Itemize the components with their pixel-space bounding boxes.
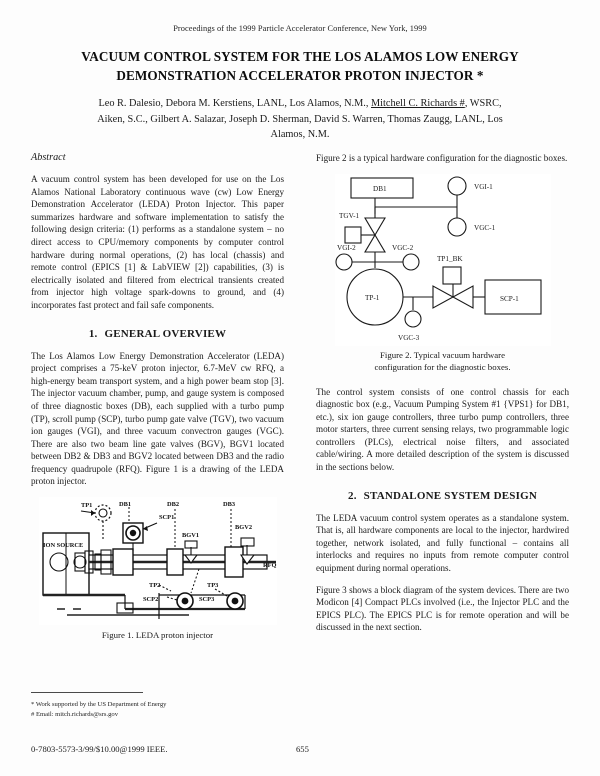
figure-2-db1-label: DB1 xyxy=(373,185,387,193)
figure-2-caption: Figure 2. Typical vacuum hardware config… xyxy=(330,350,555,374)
section-2-number: 2. xyxy=(348,489,357,502)
figure-2-vgc2-symbol xyxy=(401,253,420,271)
footnote-funding: * Work supported by the US Department of… xyxy=(31,701,167,708)
figure-1-label-bgv2: BGV2 xyxy=(235,524,252,531)
figure-2-vgi1-symbol xyxy=(446,176,467,196)
figure-1-label-scp3: SCP3 xyxy=(199,596,214,603)
figure-1-label-bgv1: BGV1 xyxy=(182,532,199,539)
section-2-paragraph-1: The LEDA vacuum control system operates … xyxy=(316,512,569,574)
footer-page-number: 655 xyxy=(296,744,309,754)
figure-2: DB1 VGI-1 VGC-1 TGV-1 xyxy=(316,173,569,346)
figure-2-vgc2-label: VGC-2 xyxy=(392,244,414,252)
section-heading-2: 2. STANDALONE SYSTEM DESIGN xyxy=(316,490,569,502)
figure-2-vgc1-label: VGC-1 xyxy=(474,224,496,232)
right-column: Figure 2 is a typical hardware configura… xyxy=(316,152,569,643)
section-1-text: The Los Alamos Low Energy Demonstration … xyxy=(31,350,284,487)
figure-2-vgc3-label: VGC-3 xyxy=(398,334,420,342)
authors-line2: Aiken, S.C., Gilbert A. Salazar, Joseph … xyxy=(97,113,503,125)
authors-line1-part3: , WSRC, xyxy=(464,98,502,109)
footer-isbn: 0-7803-5573-3/99/$10.00@1999 IEEE. xyxy=(31,744,168,754)
figure-2-vgc1-symbol xyxy=(446,217,467,237)
proceedings-header: Proceedings of the 1999 Particle Acceler… xyxy=(173,24,427,33)
figure-2-db1-box xyxy=(349,177,414,199)
figure-1-label-rfq: RFQ xyxy=(263,562,277,569)
authors-line1-underlined: Mitchell C. Richards # xyxy=(371,98,465,109)
section-2-title: STANDALONE SYSTEM DESIGN xyxy=(363,489,537,502)
footnote-email: # Email: mitch.richards@srs.gov xyxy=(31,710,119,718)
figure-2-intro-text: Figure 2 is a typical hardware configura… xyxy=(316,153,568,163)
page-title: VACUUM CONTROL SYSTEM FOR THE LOS ALAMOS… xyxy=(81,49,519,83)
figure-2-tp1bk-left-wedge xyxy=(431,284,454,309)
figure-1-label-ion-source: ION SOURCE xyxy=(43,542,83,549)
figure-1-caption: Figure 1. LEDA proton injector xyxy=(101,630,214,641)
figure-2-scp1-label: SCP-1 xyxy=(500,295,519,303)
footnote-rule xyxy=(31,692,143,693)
figure-1: ION SOURCE TP1 DB1 SCP1 DB2 DB3 BGV1 BGV… xyxy=(31,497,284,626)
authors-line1-part1: Leo R. Dalesio, Debora M. Kerstiens, LAN… xyxy=(98,98,371,109)
figure-1-label-db1: DB1 xyxy=(119,501,131,508)
author-list: Leo R. Dalesio, Debora M. Kerstiens, LAN… xyxy=(46,96,554,143)
figure-2-scp1-box xyxy=(483,279,542,315)
left-column: Abstract A vacuum control system has bee… xyxy=(31,152,284,640)
figure-1-label-db2: DB2 xyxy=(167,501,179,508)
figure-2-tgv1-actuator xyxy=(343,226,362,244)
figure-2-vgi1-label: VGI-1 xyxy=(474,183,493,191)
abstract-label: Abstract xyxy=(31,152,66,163)
figure-2-caption-line2: configuration for the diagnostic boxes. xyxy=(374,361,511,372)
figure-1-label-tp2: TP2 xyxy=(149,582,160,589)
control-system-text: The control system consists of one contr… xyxy=(316,386,569,473)
footnote-block: * Work supported by the US Department of… xyxy=(31,700,291,720)
figure-2-tgv1-upper-wedge xyxy=(363,217,386,236)
figure-2-tp1-label: TP-1 xyxy=(365,294,380,302)
figure-2-vgi2-label: VGI-2 xyxy=(337,244,356,252)
figure-1-label-tp1: TP1 xyxy=(81,502,92,509)
section-heading-1: 1. GENERAL OVERVIEW xyxy=(31,328,284,340)
figure-2-schematic: DB1 VGI-1 VGC-1 TGV-1 xyxy=(334,173,551,346)
figure-1-label-scp2: SCP2 xyxy=(143,596,158,603)
section-2-paragraph-2: Figure 3 shows a block diagram of the sy… xyxy=(316,584,569,633)
section-1-title: GENERAL OVERVIEW xyxy=(104,327,227,340)
figure-2-vgc3-symbol xyxy=(403,310,422,328)
figure-2-caption-line1: Figure 2. Typical vacuum hardware xyxy=(379,349,506,360)
figure-2-tp1bk-actuator xyxy=(441,266,462,285)
figure-1-label-tp3: TP3 xyxy=(207,582,218,589)
figure-1-label-db3: DB3 xyxy=(223,501,235,508)
figure-2-vgi2-symbol xyxy=(334,253,353,271)
abstract-text: A vacuum control system has been develop… xyxy=(31,174,284,310)
section-1-number: 1. xyxy=(88,327,98,340)
figure-2-tgv1-label: TGV-1 xyxy=(339,212,360,220)
authors-line3: Alamos, N.M. xyxy=(270,129,330,141)
figure-2-tp1bk-label: TP1_BK xyxy=(437,255,463,263)
figure-1-label-scp1: SCP1 xyxy=(159,514,174,521)
figure-1-drawing: ION SOURCE TP1 DB1 SCP1 DB2 DB3 BGV1 BGV… xyxy=(38,497,277,626)
